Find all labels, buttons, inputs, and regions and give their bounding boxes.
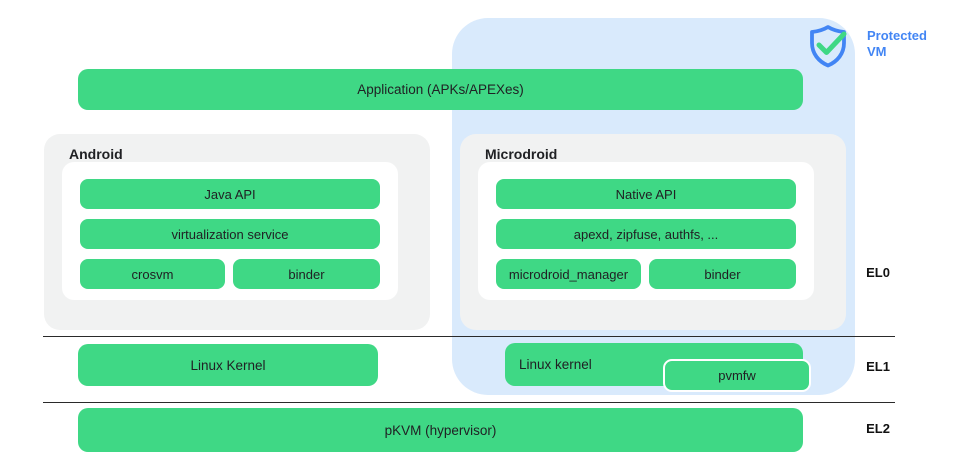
microdroid-group: Microdroid Native API apexd, zipfuse, au… bbox=[460, 134, 846, 330]
el1-el2-separator bbox=[43, 402, 895, 403]
el2-label: EL2 bbox=[866, 421, 890, 436]
java-api-bar: Java API bbox=[80, 179, 380, 209]
shield-check-icon bbox=[810, 25, 847, 68]
android-inner-box: Java API virtualization service crosvm b… bbox=[62, 162, 398, 300]
binder-bar-android: binder bbox=[233, 259, 380, 289]
linux-kernel-host-bar: Linux Kernel bbox=[78, 344, 378, 386]
binder-bar-microdroid: binder bbox=[649, 259, 796, 289]
microdroid-title: Microdroid bbox=[485, 146, 558, 162]
el0-el1-separator bbox=[43, 336, 895, 337]
android-title: Android bbox=[69, 146, 123, 162]
pvmfw-bar: pvmfw bbox=[663, 359, 811, 392]
microdroid-manager-bar: microdroid_manager bbox=[496, 259, 641, 289]
android-group: Android Java API virtualization service … bbox=[44, 134, 430, 330]
virtualization-service-bar: virtualization service bbox=[80, 219, 380, 249]
apexd-zipfuse-authfs-bar: apexd, zipfuse, authfs, ... bbox=[496, 219, 796, 249]
application-bar: Application (APKs/APEXes) bbox=[78, 69, 803, 110]
pkvm-hypervisor-bar: pKVM (hypervisor) bbox=[78, 408, 803, 452]
microdroid-inner-box: Native API apexd, zipfuse, authfs, ... m… bbox=[478, 162, 814, 300]
el1-label: EL1 bbox=[866, 359, 890, 374]
native-api-bar: Native API bbox=[496, 179, 796, 209]
el0-label: EL0 bbox=[866, 265, 890, 280]
protected-vm-label: Protected VM bbox=[867, 28, 927, 60]
crosvm-bar: crosvm bbox=[80, 259, 225, 289]
